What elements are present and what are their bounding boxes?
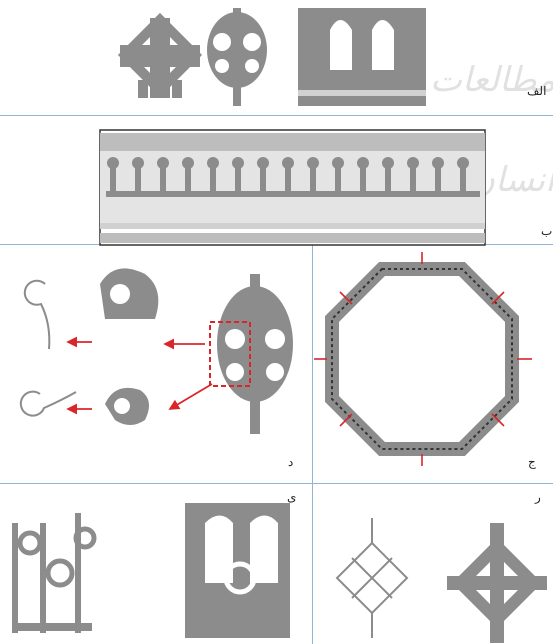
spiral-filled-icon — [100, 268, 158, 425]
panel-label-jim: ج — [528, 455, 536, 469]
panel-be-frieze — [0, 115, 553, 245]
panel-jim-octagon — [312, 244, 553, 483]
arch-pattern-left-icon — [12, 513, 94, 633]
palmette-source-icon — [217, 274, 293, 434]
arch-pattern-right-icon — [185, 503, 290, 638]
knot-filled-icon — [447, 523, 547, 643]
panel-ye-arches — [0, 483, 312, 644]
panel-label-alef: الف — [527, 84, 546, 98]
panel-label-ye: ی — [287, 490, 296, 504]
panel-label-dal: د — [288, 455, 293, 469]
panel-label-re: ر — [535, 490, 541, 504]
panel-alef-motifs — [0, 0, 553, 115]
panel-re-knots — [312, 483, 553, 644]
octagon-arrows — [314, 252, 532, 466]
arch-motif-icon — [298, 8, 426, 106]
panel-label-be: ب — [541, 224, 552, 238]
palmette-motif-icon — [207, 8, 267, 106]
knot-outline-icon — [337, 518, 407, 638]
panel-dal-decomposition — [0, 244, 312, 483]
spiral-outline-icon — [21, 281, 76, 416]
knot-motif-icon — [120, 18, 200, 98]
